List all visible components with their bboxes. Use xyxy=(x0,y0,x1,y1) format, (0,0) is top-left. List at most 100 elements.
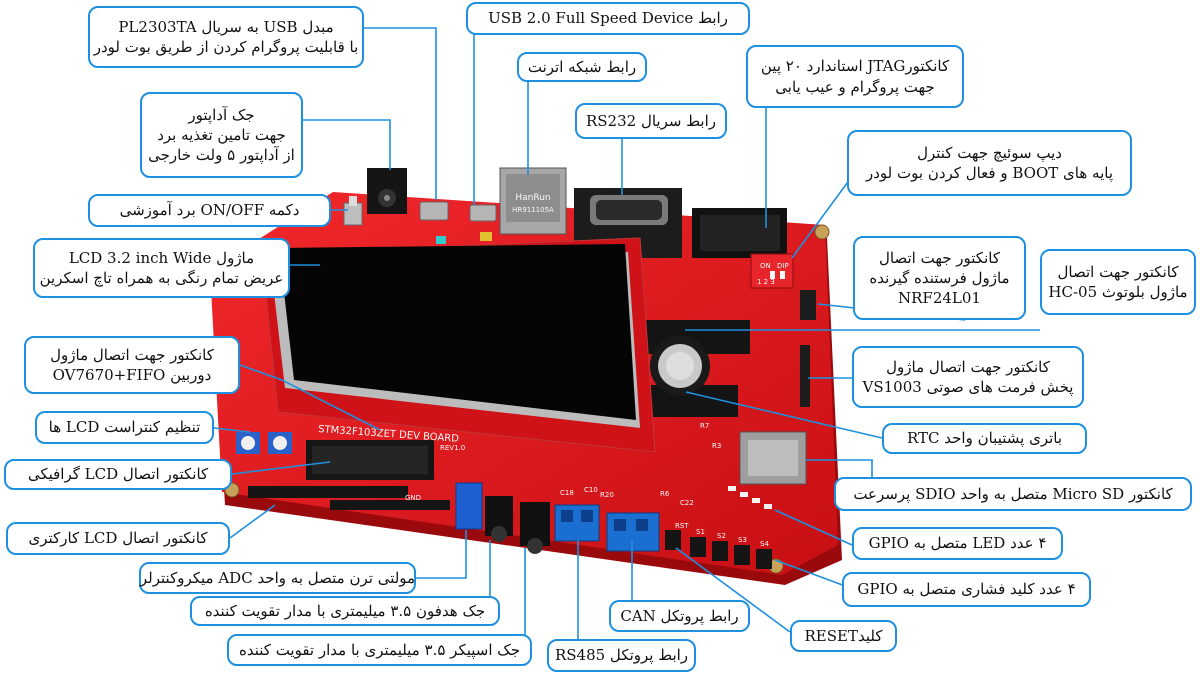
callout-text: NRF24L01 xyxy=(898,289,981,308)
dip-switch: ON DIP 1 2 3 xyxy=(750,253,794,289)
can-terminal xyxy=(606,512,660,552)
part-label-1: R20 xyxy=(600,491,614,499)
callout-char-lcd: کانکتور اتصال LCD کارکتری xyxy=(6,522,230,555)
silkscreen-rev: REV1.0 xyxy=(440,444,465,452)
callout-ethernet: رابط شبکه اترنت xyxy=(517,52,647,82)
callout-buttons: ۴ عدد کلید فشاری متصل به GPIO xyxy=(842,572,1091,607)
button-label-1: S1 xyxy=(696,528,705,536)
headphone-jack xyxy=(485,496,513,542)
onoff-switch xyxy=(343,196,363,226)
callout-text: مولتی ترن متصل به واحد ADC میکروکنترلر xyxy=(139,568,416,587)
part-label-0: C10 xyxy=(584,486,598,494)
dip-numbers: 1 2 3 xyxy=(757,278,775,286)
callout-text: با قابلیت پروگرام کردن از طریق بوت لودر xyxy=(93,38,359,56)
bt-header xyxy=(800,345,810,407)
nrf-header xyxy=(800,290,816,320)
callout-text: کانکتور جهت اتصال ماژول xyxy=(50,345,214,364)
callout-text: کانکتور اتصال LCD گرافیکی xyxy=(27,465,209,484)
button-labels: RST S1 S2 S3 S4 xyxy=(675,522,769,548)
button-label-4: S4 xyxy=(760,540,769,548)
callout-text: کانکتورJTAG استاندارد ۲۰ پین xyxy=(760,57,950,76)
callout-microsd: کانکتور Micro SD متصل به واحد SDIO پرسرع… xyxy=(834,477,1192,511)
callout-text: رابط USB 2.0 Full Speed Device xyxy=(488,9,728,28)
callout-text: از آداپتور ۵ ولت خارجی xyxy=(148,146,295,165)
callout-can: رابط پروتکل CAN xyxy=(609,600,750,632)
callout-headphone: جک هدفون ۳.۵ میلیمتری با مدار تقویت کنند… xyxy=(190,596,500,626)
part-label-5: C18 xyxy=(560,489,574,497)
callout-text: جک اسپیکر ۳.۵ میلیمتری با مدار تقویت کنن… xyxy=(239,640,520,659)
callout-text: رابط پروتکل CAN xyxy=(620,606,739,625)
callout-text: ۴ عدد کلید فشاری متصل به GPIO xyxy=(857,580,1076,599)
callout-lcd-contrast: تنظیم کنتراست LCD ها xyxy=(35,411,214,444)
button-label-3: S3 xyxy=(738,536,747,544)
dip-on-label: ON xyxy=(760,262,771,270)
speaker-jack xyxy=(520,502,550,554)
callout-usb-fs: رابط USB 2.0 Full Speed Device xyxy=(466,2,750,35)
ethernet-part: HR911105A xyxy=(512,206,554,214)
ethernet-jack: HanRun HR911105A xyxy=(499,167,567,235)
callout-text: پایه های BOOT و فعال کردن بوت لودر xyxy=(866,164,1114,182)
callout-text: جهت تامین تغذیه برد xyxy=(157,125,286,144)
part-label-3: R3 xyxy=(712,442,721,450)
usb-device-port xyxy=(469,204,497,222)
callout-text: رابط شبکه اترنت xyxy=(527,57,637,76)
dip-label: DIP xyxy=(777,262,789,270)
callout-rs232: رابط سریال RS232 xyxy=(575,103,727,139)
usb-serial-port xyxy=(419,201,449,221)
contrast-pots xyxy=(236,432,292,454)
callout-rs485: رابط پروتکل RS485 xyxy=(547,639,696,672)
microsd-slot xyxy=(739,431,807,485)
callout-text: ۴ عدد LED متصل به GPIO xyxy=(868,534,1047,553)
callout-lcd-module: ماژول LCD 3.2 inch Wide عریض تمام رنگی ب… xyxy=(33,238,290,298)
callout-text: کانکتور جهت اتصال ماژول xyxy=(886,357,1050,376)
part-label-6: R6 xyxy=(660,490,670,498)
callout-text: رابط پروتکل RS485 xyxy=(554,646,689,665)
callout-text: تنظیم کنتراست LCD ها xyxy=(48,418,201,437)
part-label-2: R7 xyxy=(700,422,709,430)
callout-nrf: کانکتور جهت اتصال ماژول فرستنده گیرنده N… xyxy=(853,236,1026,320)
callout-graphic-lcd: کانکتور اتصال LCD گرافیکی xyxy=(4,459,232,490)
callout-text: کانکتور جهت اتصال xyxy=(879,248,1000,267)
callout-reset: کلیدRESET xyxy=(790,620,897,652)
rs485-terminal xyxy=(554,504,600,542)
callout-text: دوربین OV7670+FIFO xyxy=(52,366,212,384)
button-label-2: S2 xyxy=(717,532,726,540)
callout-text: ماژول LCD 3.2 inch Wide xyxy=(68,248,255,267)
char-lcd-header xyxy=(248,486,408,498)
callout-onoff: دکمه ON/OFF برد آموزشی xyxy=(88,194,331,227)
callout-text: جک آداپتور xyxy=(188,105,255,124)
callout-hc05: کانکتور جهت اتصال ماژول بلوتوث HC-05 xyxy=(1040,249,1196,315)
callout-text: کلیدRESET xyxy=(804,626,883,645)
callout-text: پخش فرمت های صوتی VS1003 xyxy=(862,378,1074,396)
callout-speaker: جک اسپیکر ۳.۵ میلیمتری با مدار تقویت کنن… xyxy=(227,634,532,666)
callout-text: جک هدفون ۳.۵ میلیمتری با مدار تقویت کنند… xyxy=(204,601,486,620)
callout-text: رابط سریال RS232 xyxy=(585,111,717,130)
callout-text: باتری پشتیبان واحد RTC xyxy=(906,429,1063,448)
multiturn-pot xyxy=(455,482,483,530)
callout-text: کانکتور جهت اتصال xyxy=(1057,262,1179,281)
callout-adapter-jack: جک آداپتور جهت تامین تغذیه برد از آداپتو… xyxy=(140,92,303,178)
callout-text: عریض تمام رنگی به همراه تاچ اسکرین xyxy=(39,269,284,287)
jtag-header xyxy=(692,208,787,258)
callout-leds: ۴ عدد LED متصل به GPIO xyxy=(852,527,1063,560)
callout-text: ماژول فرستنده گیرنده xyxy=(869,268,1010,287)
db9-connector xyxy=(574,188,682,258)
button-label-0: RST xyxy=(675,522,689,530)
callout-text: ماژول بلوتوث HC-05 xyxy=(1048,283,1188,301)
silkscreen-gnd: GND xyxy=(405,494,421,502)
part-label-4: C22 xyxy=(680,499,694,507)
callout-text: کانکتور Micro SD متصل به واحد SDIO پرسرع… xyxy=(853,484,1173,503)
ethernet-brand: HanRun xyxy=(515,193,550,203)
callout-rtc: باتری پشتیبان واحد RTC xyxy=(882,423,1087,454)
callout-vs1003: کانکتور جهت اتصال ماژول پخش فرمت های صوت… xyxy=(852,346,1084,408)
callout-text: کانکتور اتصال LCD کارکتری xyxy=(28,529,208,548)
callout-camera: کانکتور جهت اتصال ماژول دوربین OV7670+FI… xyxy=(24,336,240,394)
callout-jtag: کانکتورJTAG استاندارد ۲۰ پین جهت پروگرام… xyxy=(746,45,964,108)
callout-dip: دیپ سوئیچ جهت کنترل پایه های BOOT و فعال… xyxy=(847,130,1132,196)
callout-adc-pot: مولتی ترن متصل به واحد ADC میکروکنترلر xyxy=(139,562,416,594)
dc-jack xyxy=(367,168,407,214)
callout-text: دکمه ON/OFF برد آموزشی xyxy=(119,201,300,220)
callout-text: دیپ سوئیچ جهت کنترل xyxy=(917,143,1062,162)
callout-text: مبدل USB به سریال PL2303TA xyxy=(118,17,334,36)
